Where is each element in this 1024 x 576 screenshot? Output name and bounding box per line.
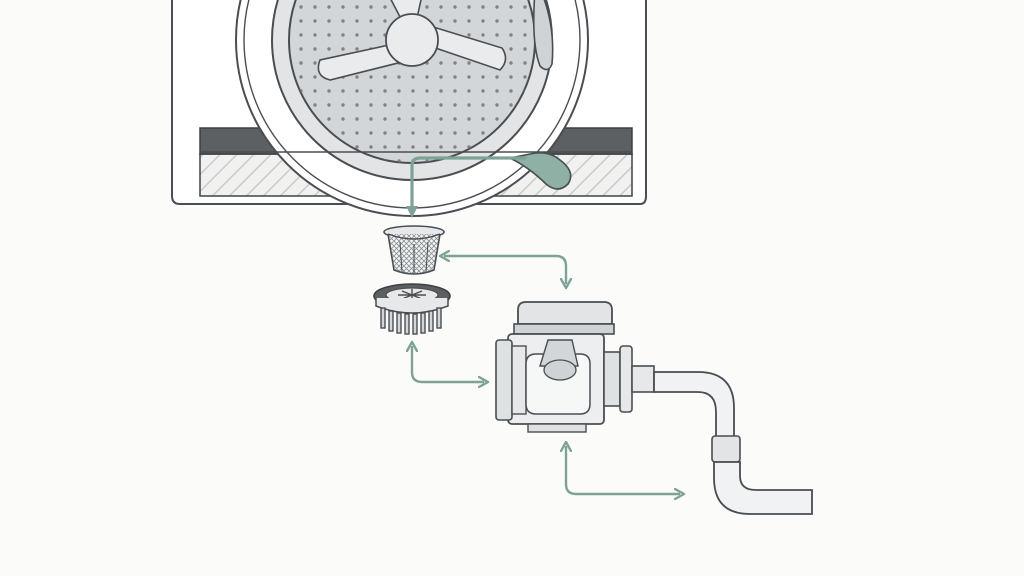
drain-pump <box>495 301 655 433</box>
drain-outlet <box>406 152 572 218</box>
mesh-strainer <box>383 225 445 275</box>
connector-filter-pump <box>412 346 484 382</box>
connector-strainer-pump <box>444 256 566 284</box>
washing-machine-drum <box>171 0 647 217</box>
drain-hose <box>653 371 813 515</box>
connector-pump-hose <box>566 446 680 494</box>
drain-filter-cap <box>373 283 451 335</box>
